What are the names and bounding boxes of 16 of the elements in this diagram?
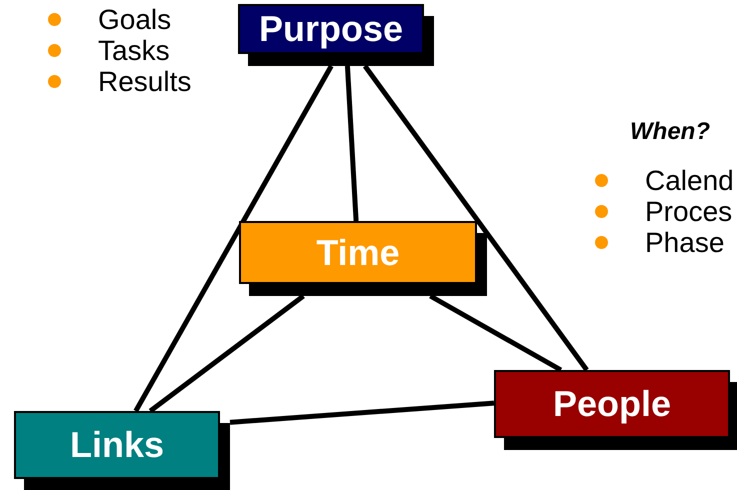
bullet-text: Phase bbox=[645, 228, 724, 256]
box-title: Time bbox=[316, 234, 400, 270]
connector-line bbox=[429, 294, 562, 372]
box-title: People bbox=[552, 386, 672, 422]
bullet-text: Goals bbox=[98, 6, 172, 34]
connector-line bbox=[148, 294, 305, 413]
box-title: Purpose bbox=[258, 11, 404, 47]
bullet-text: Tasks bbox=[98, 36, 170, 64]
box-title: Links bbox=[70, 427, 164, 463]
bullet-text: Results bbox=[98, 68, 192, 96]
bullet-text: Calend bbox=[645, 166, 734, 194]
connector-line bbox=[362, 64, 589, 372]
connector-line bbox=[134, 64, 334, 412]
connector-line bbox=[230, 400, 494, 425]
question-heading: When? bbox=[630, 117, 711, 147]
bullet-text: Proces bbox=[645, 198, 732, 226]
